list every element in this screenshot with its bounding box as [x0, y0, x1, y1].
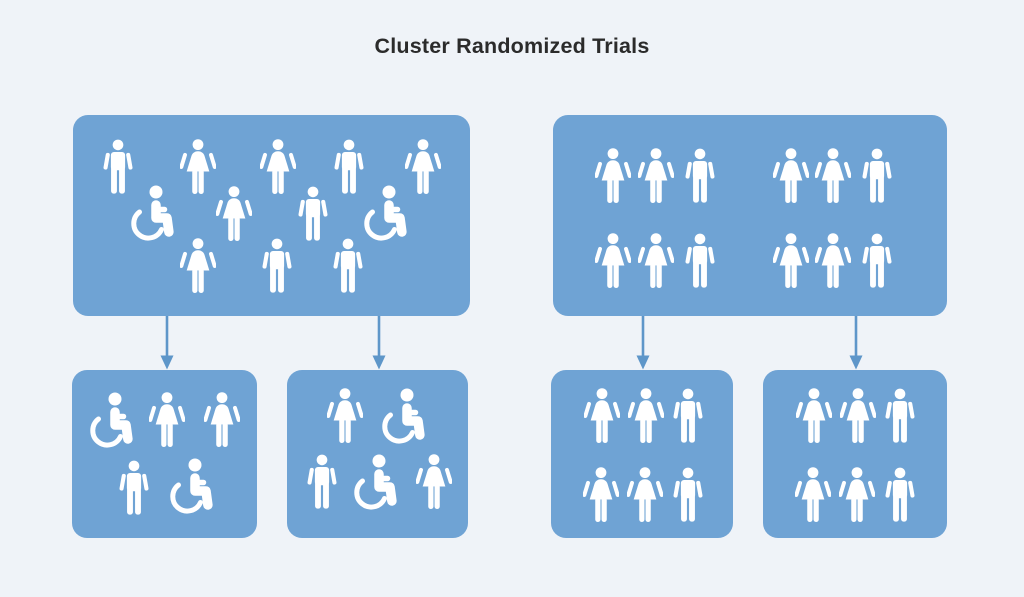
woman-icon — [627, 467, 663, 522]
man-icon — [673, 388, 703, 443]
woman-icon — [773, 233, 809, 288]
man-icon — [862, 233, 892, 288]
wheelchair-icon — [352, 454, 402, 511]
right-randomized-group-2-box — [763, 370, 947, 538]
wheelchair-icon — [88, 392, 138, 449]
woman-icon — [327, 388, 363, 443]
left-randomized-group-2-box — [287, 370, 468, 538]
down-arrow-left-1 — [160, 316, 174, 370]
right-clusters-box — [553, 115, 947, 316]
man-icon — [262, 238, 292, 293]
down-arrow-right-1 — [636, 316, 650, 370]
woman-icon — [584, 388, 620, 443]
left-population-box — [73, 115, 470, 316]
woman-icon — [583, 467, 619, 522]
man-icon — [862, 148, 892, 203]
man-icon — [673, 467, 703, 522]
left-randomized-group-1-box — [72, 370, 257, 538]
man-icon — [307, 454, 337, 509]
woman-icon — [773, 148, 809, 203]
woman-icon — [260, 139, 296, 194]
man-icon — [885, 388, 915, 443]
down-arrow-right-2 — [849, 316, 863, 370]
man-icon — [333, 238, 363, 293]
woman-icon — [795, 467, 831, 522]
woman-icon — [840, 388, 876, 443]
man-icon — [685, 233, 715, 288]
diagram-title: Cluster Randomized Trials — [374, 34, 650, 58]
woman-icon — [638, 148, 674, 203]
man-icon — [298, 186, 328, 241]
woman-icon — [180, 139, 216, 194]
woman-icon — [628, 388, 664, 443]
wheelchair-icon — [168, 458, 218, 515]
wheelchair-icon — [129, 185, 179, 242]
woman-icon — [595, 233, 631, 288]
woman-icon — [815, 233, 851, 288]
woman-icon — [815, 148, 851, 203]
wheelchair-icon — [380, 388, 430, 445]
man-icon — [685, 148, 715, 203]
man-icon — [119, 460, 149, 515]
woman-icon — [796, 388, 832, 443]
woman-icon — [149, 392, 185, 447]
woman-icon — [216, 186, 252, 241]
woman-icon — [839, 467, 875, 522]
woman-icon — [416, 454, 452, 509]
right-randomized-group-1-box — [551, 370, 733, 538]
woman-icon — [638, 233, 674, 288]
woman-icon — [204, 392, 240, 447]
wheelchair-icon — [362, 185, 412, 242]
man-icon — [334, 139, 364, 194]
woman-icon — [180, 238, 216, 293]
man-icon — [885, 467, 915, 522]
woman-icon — [595, 148, 631, 203]
down-arrow-left-2 — [372, 316, 386, 370]
